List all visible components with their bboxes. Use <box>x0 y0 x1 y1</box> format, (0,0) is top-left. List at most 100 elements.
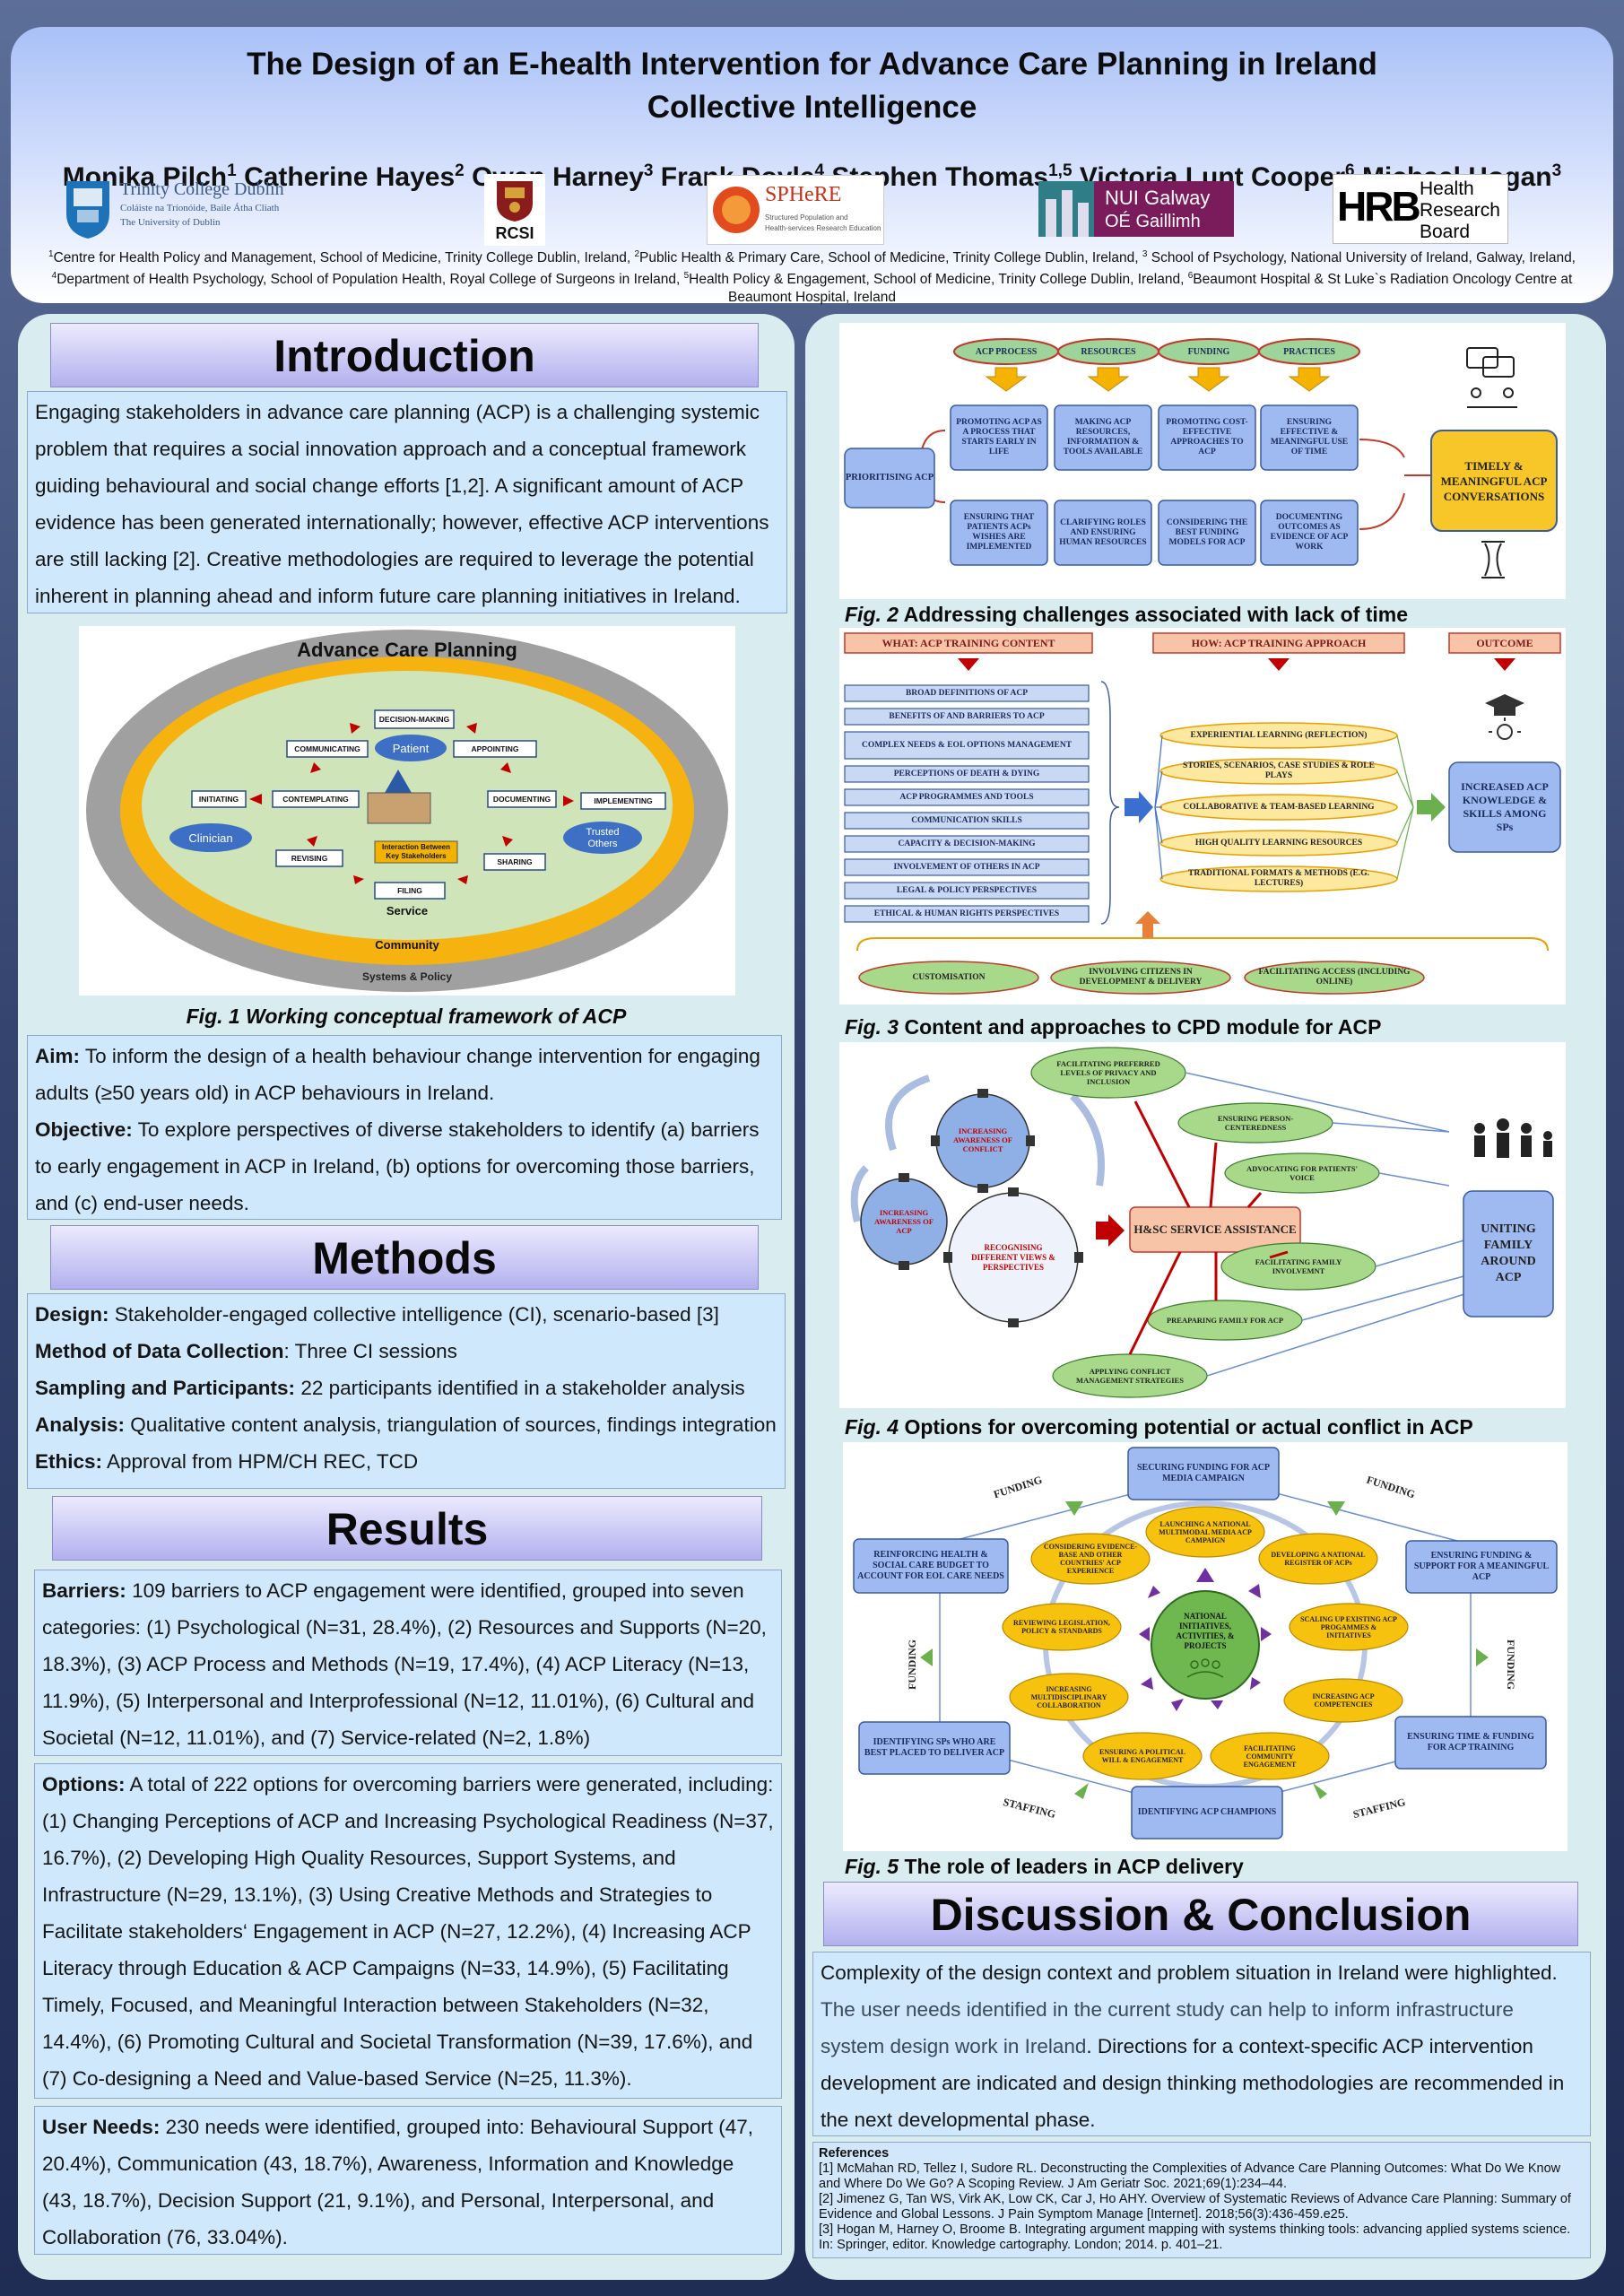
fig3-cpd-module: WHAT: ACP TRAINING CONTENT HOW: ACP TRAI… <box>839 628 1566 1004</box>
poster-title: The Design of an E-health Intervention f… <box>247 47 1377 82</box>
poster-subtitle: Collective Intelligence <box>647 90 977 125</box>
gear-icon <box>860 1093 1079 1323</box>
results-heading: Results <box>52 1496 762 1561</box>
methods-box: Design: Stakeholder-engaged collective i… <box>27 1293 786 1489</box>
fig4-gear-label: RECOGNISING DIFFERENT VIEWS & PERSPECTIV… <box>971 1242 1055 1272</box>
fig2-box: ENSURING EFFECTIVE & MEANINGFUL USE OF T… <box>1270 418 1349 457</box>
fig5-outer-box: IDENTIFYING SPs WHO ARE BEST PLACED TO D… <box>864 1737 1005 1758</box>
barriers-box: Barriers: 109 barriers to ACP engagement… <box>34 1570 782 1756</box>
fig3-content-item: LEGAL & POLICY PERSPECTIVES <box>896 886 1038 895</box>
fig1-node: APPOINTING <box>471 744 519 753</box>
fig2-top-label: ACP PROCESS <box>975 346 1038 357</box>
fig3-approach-item: HIGH QUALITY LEARNING RESOURCES <box>1194 838 1363 848</box>
fig3-content-item: COMPLEX NEEDS & EOL OPTIONS MANAGEMENT <box>861 740 1073 750</box>
affiliations: 1Centre for Health Policy and Management… <box>48 249 1576 306</box>
tcd-crest-icon <box>66 181 109 239</box>
fig2-box: PROMOTING COST-EFFECTIVE APPROACHES TO A… <box>1166 418 1248 457</box>
fig2-box: MAKING ACP RESOURCES, INFORMATION & TOOL… <box>1063 418 1143 457</box>
discussion-heading: Discussion & Conclusion <box>823 1882 1578 1946</box>
hrb-logo: HRB Health Research Board <box>1333 174 1508 244</box>
fig2-caption: Fig. 2 Addressing challenges associated … <box>845 603 1408 626</box>
fig4-caption: Fig. 4 Options for overcoming potential … <box>845 1415 1473 1439</box>
fig2-time-challenges: ACP PROCESS RESOURCES FUNDING PRACTICES … <box>839 323 1566 599</box>
fig2-box: CONSIDERING THE BEST FUNDING MODELS FOR … <box>1166 517 1248 547</box>
fig1-node: DECISION-MAKING <box>378 715 450 724</box>
fig1-node: DOCUMENTING <box>492 795 551 804</box>
team-icon <box>1186 1658 1224 1678</box>
graduation-cap-icon <box>1485 694 1524 716</box>
methods-item: Method of Data Collection: Three CI sess… <box>35 1340 457 1362</box>
fig5-inner: SCALING UP EXISTING ACP PROGAMMES & INIT… <box>1300 1614 1397 1639</box>
introduction-heading: Introduction <box>50 323 759 387</box>
family-icon <box>1474 1118 1552 1158</box>
fig3-head-outcome: OUTCOME <box>1476 636 1533 649</box>
discussion-text: Complexity of the design context and pro… <box>812 1952 1591 2136</box>
fig3-caption: Fig. 3 Content and approaches to CPD mod… <box>845 1015 1382 1039</box>
fig1-clinician: Clinician <box>188 831 233 845</box>
fig3-approach-item: COLLABORATIVE & TEAM-BASED LEARNING <box>1183 802 1375 812</box>
fig5-leaders-role: SECURING FUNDING FOR ACP MEDIA CAMPAIGN … <box>843 1442 1568 1851</box>
fig5-outer-box: ENSURING TIME & FUNDING FOR ACP TRAINING <box>1407 1732 1534 1752</box>
fig1-acp-framework: Advance Care Planning DECISION-MAKING CO… <box>79 626 735 996</box>
fig1-caption: Fig. 1 Working conceptual framework of A… <box>186 1004 627 1028</box>
fig2-diagram <box>844 338 1558 578</box>
fig1-node: FILING <box>397 886 422 895</box>
poster-header: The Design of an E-health Intervention f… <box>11 27 1613 305</box>
methods-item: Analysis: Qualitative content analysis, … <box>35 1413 777 1436</box>
fig5-caption: Fig. 5 The role of leaders in ACP delive… <box>845 1855 1244 1878</box>
fig1-community: Community <box>375 937 439 952</box>
fig4-oval: FACILITATING PREFERRED LEVELS OF PRIVACY… <box>1056 1059 1160 1086</box>
fig4-conflict-options: INCREASING AWARENESS OF CONFLICT INCREAS… <box>839 1042 1566 1408</box>
fig3-content-item: COMMUNICATION SKILLS <box>911 816 1022 825</box>
fig5-diagram <box>853 1447 1558 1839</box>
fig3-content-item: CAPACITY & DECISION-MAKING <box>898 839 1036 848</box>
rcsi-crest-icon <box>497 181 533 222</box>
fig4-oval: PREAPARING FAMILY FOR ACP <box>1166 1316 1284 1325</box>
fig2-box: DOCUMENTING OUTCOMES AS EVIDENCE OF ACP … <box>1270 513 1349 552</box>
hourglass-icon <box>1481 541 1505 578</box>
fig4-oval: ADVOCATING FOR PATIENTS' VOICE <box>1246 1164 1359 1182</box>
nuig-logo: NUI Galway OÉ Gaillimh <box>1038 181 1234 237</box>
fig3-content-item: ACP PROGRAMMES AND TOOLS <box>899 793 1034 802</box>
sphere-logo: SPHeRE Structured Population and Health-… <box>707 175 884 245</box>
fig3-head-what: WHAT: ACP TRAINING CONTENT <box>881 636 1055 649</box>
introduction-text: Engaging stakeholders in advance care pl… <box>27 391 787 613</box>
fig3-diagram <box>844 632 1561 995</box>
aim-objective-box: Aim: To inform the design of a health be… <box>27 1035 782 1220</box>
fig5-outer-box: ENSURING FUNDING & SUPPORT FOR A MEANING… <box>1413 1551 1550 1582</box>
tcd-logo: Trinity College Dublin Coláiste na Tríon… <box>65 178 316 242</box>
fig3-head-how: HOW: ACP TRAINING APPROACH <box>1191 636 1367 649</box>
fig2-outcome: TIMELY & MEANINGFUL ACP CONVERSATIONS <box>1440 458 1548 503</box>
fig1-node: REVISING <box>291 854 328 863</box>
options-box: Options: A total of 222 options for over… <box>34 1763 782 2099</box>
fig1-systems-policy: Systems & Policy <box>361 970 453 983</box>
fig1-node: COMMUNICATING <box>294 744 360 753</box>
fig2-top-label: RESOURCES <box>1081 346 1136 357</box>
fig1-interaction: Interaction Between Key Stakeholders <box>381 843 450 860</box>
methods-item: Ethics: Approval from HPM/CH REC, TCD <box>35 1450 419 1473</box>
fig4-oval: APPLYING CONFLICT MANAGEMENT STRATEGIES <box>1076 1367 1184 1385</box>
fig2-top-label: FUNDING <box>1187 346 1230 357</box>
fig5-inner: INCREASING MULTIDISCIPLINARY COLLABORATI… <box>1030 1684 1107 1709</box>
fig1-service: Service <box>386 903 429 918</box>
fig1-trusted-others: Trusted Others <box>586 827 620 849</box>
reference-item: [1] McMahan RD, Tellez I, Sudore RL. Dec… <box>819 2161 1561 2191</box>
reference-item: [3] Hogan M, Harney O, Broome B. Integra… <box>819 2222 1571 2252</box>
author: Catherine Hayes2 <box>244 161 465 192</box>
methods-item: Sampling and Participants: 22 participan… <box>35 1377 745 1399</box>
fig3-outcome: INCREASED ACP KNOWLEDGE & SKILLS AMONG S… <box>1461 780 1549 833</box>
fig1-title: Advance Care Planning <box>297 639 517 661</box>
fig5-inner: FACILITATING COMMUNITY ENGAGEMENT <box>1243 1744 1297 1769</box>
fig3-approach-item: EXPERIENTIAL LEARNING (REFLECTION) <box>1190 730 1368 740</box>
fig5-outer-box: SECURING FUNDING FOR ACP MEDIA CAMPAIGN <box>1136 1463 1271 1483</box>
methods-heading: Methods <box>50 1225 759 1290</box>
sphere-globe-icon <box>713 187 760 233</box>
fig1-node: CONTEMPLATING <box>282 795 349 804</box>
user-needs-box: User Needs: 230 needs were identified, g… <box>34 2106 782 2255</box>
fig5-inner: LAUNCHING A NATIONAL MULTIMODAL MEDIA AC… <box>1159 1519 1252 1544</box>
fig4-center: H&SC SERVICE ASSISTANCE <box>1133 1222 1297 1236</box>
fig5-edge-label: FUNDING <box>905 1639 918 1690</box>
fig5-outer-box: REINFORCING HEALTH & SOCIAL CARE BUDGET … <box>857 1550 1004 1581</box>
fig3-bottom-item: FACILITATING ACCESS (INCLUDING ONLINE) <box>1258 968 1411 987</box>
fig4-gear-label: INCREASING AWARENESS OF CONFLICT <box>953 1126 1012 1153</box>
